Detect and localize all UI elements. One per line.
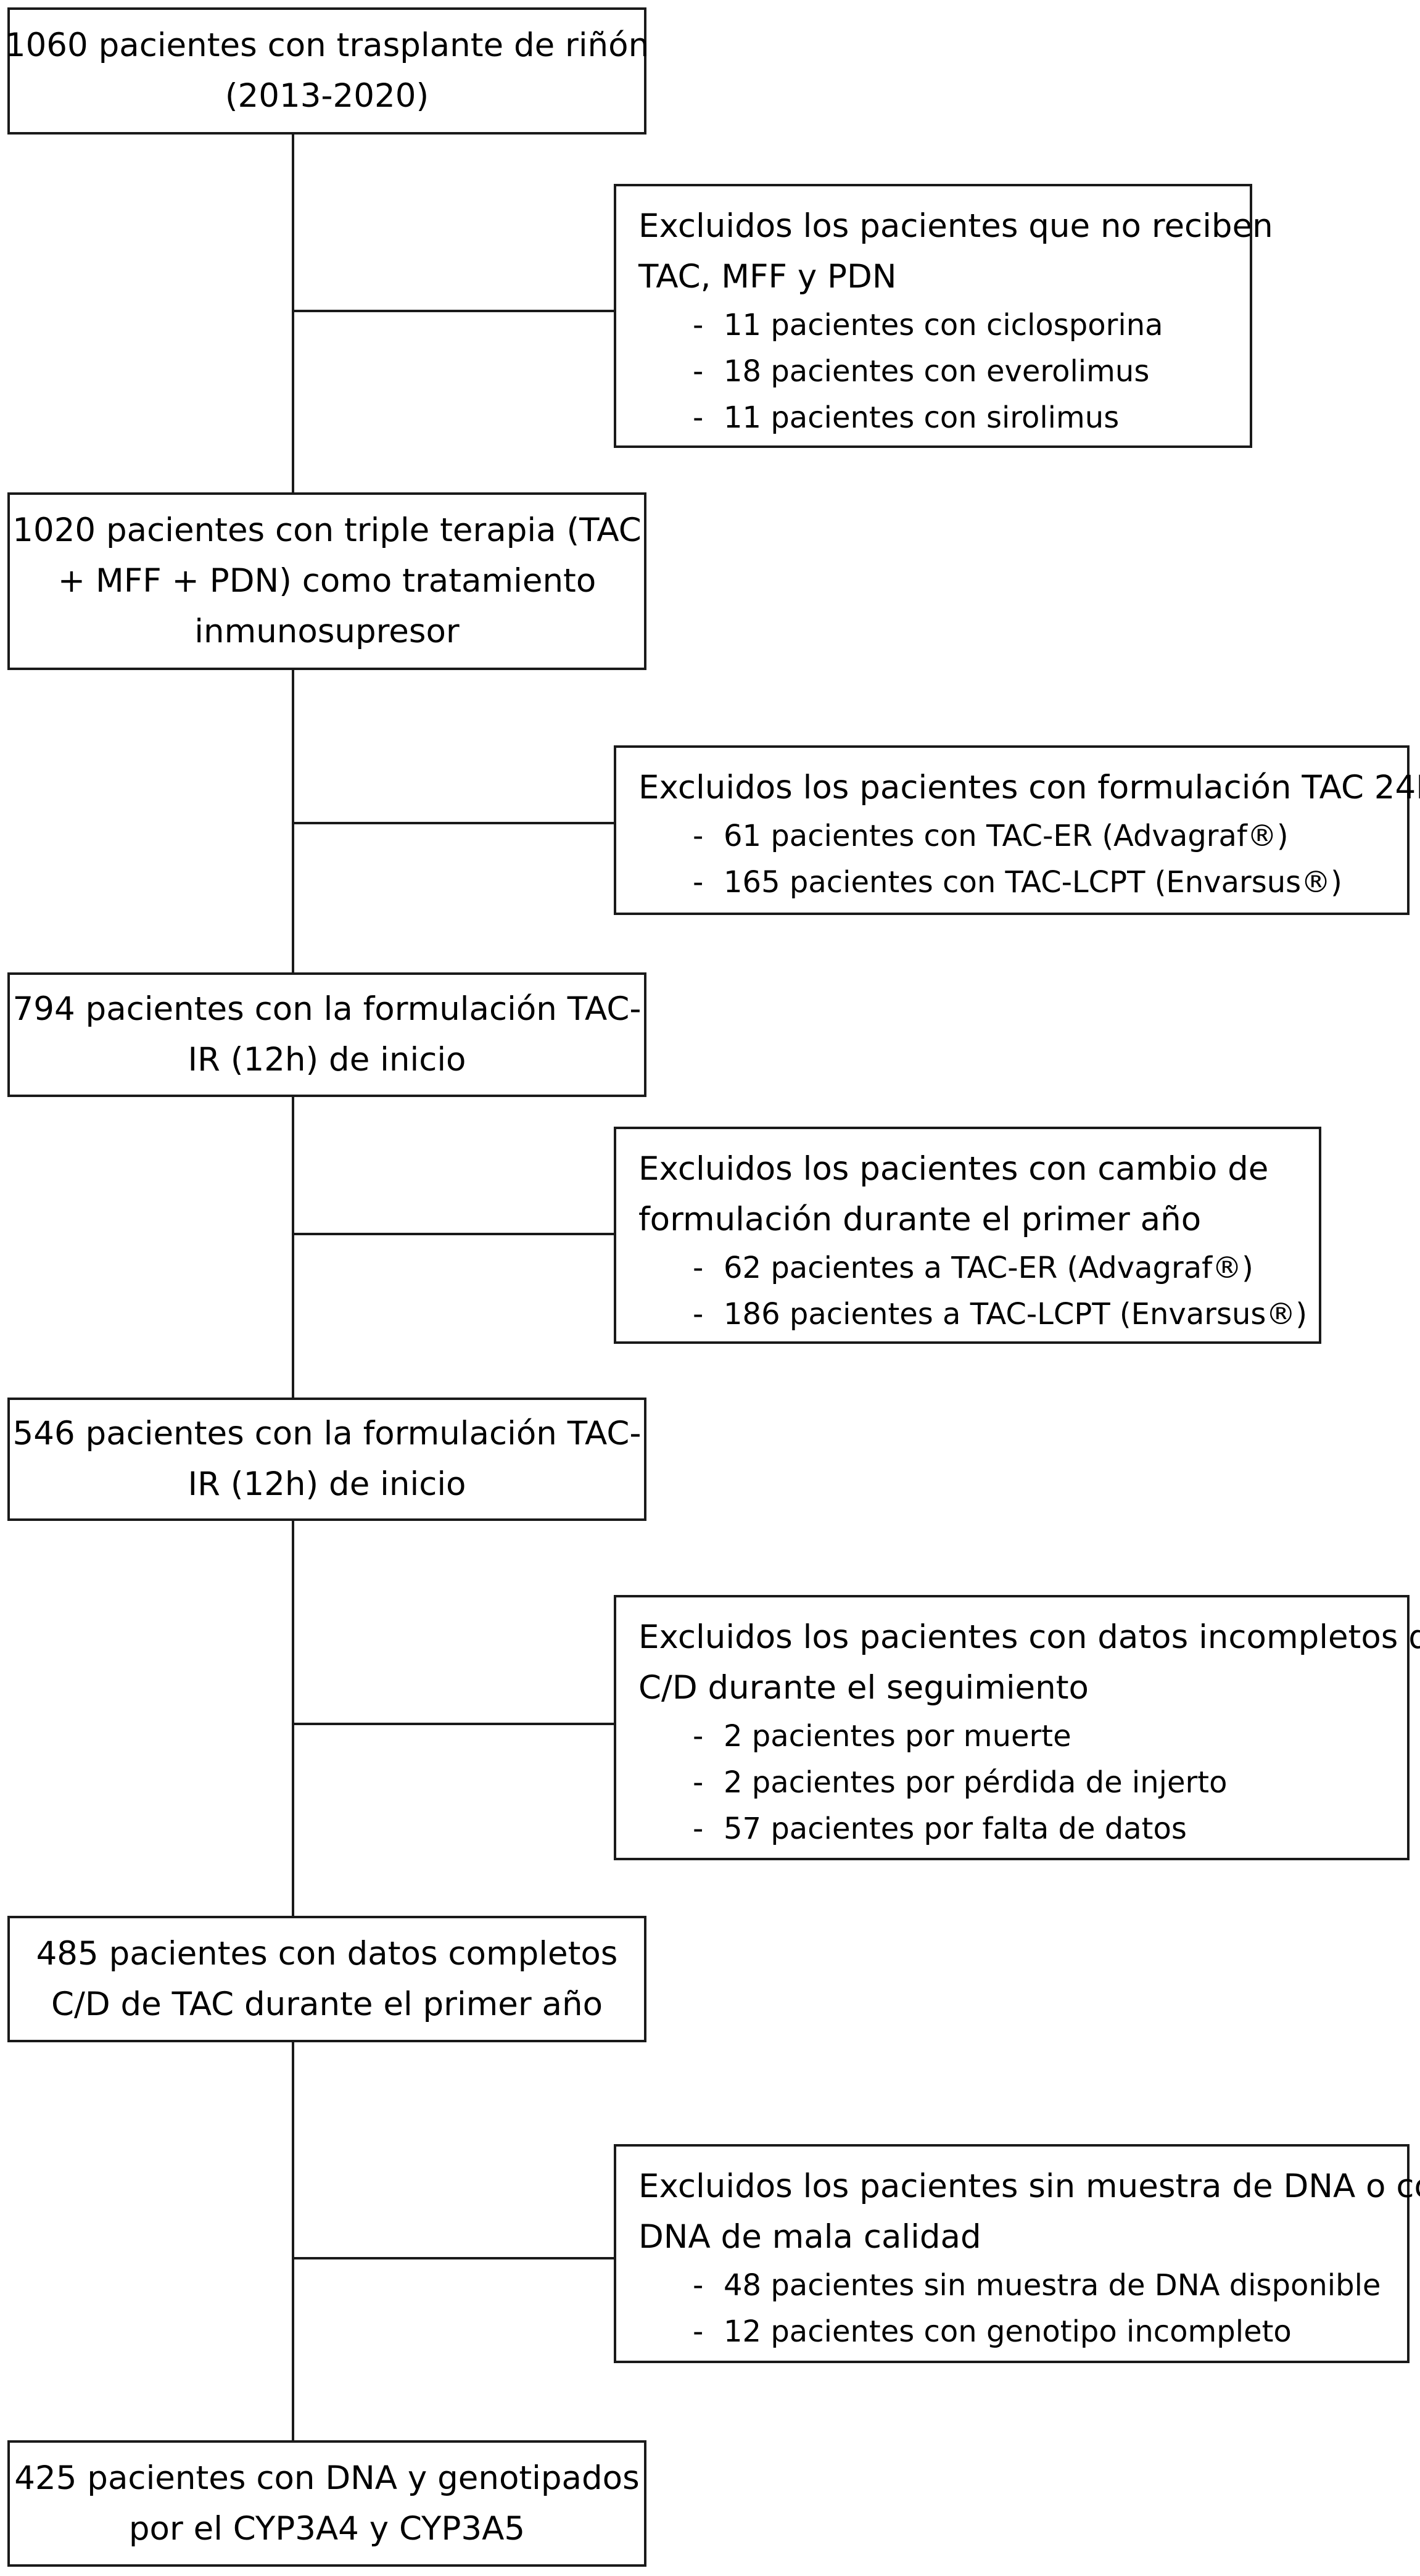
exclusion-2-item: -61 pacientes con TAC-ER (Advagraf®) xyxy=(638,813,1407,859)
bullet-dash: - xyxy=(693,308,704,342)
exclusion-2-item-text: 165 pacientes con TAC-LCPT (Envarsus®) xyxy=(724,865,1342,900)
bullet-dash: - xyxy=(693,400,704,435)
exclusion-5-item: -12 pacientes con genotipo incompleto xyxy=(638,2309,1407,2355)
exclusion-5-item-text: 48 pacientes sin muestra de DNA disponib… xyxy=(724,2268,1381,2303)
exclusion-branch-2 xyxy=(292,822,614,824)
bullet-dash: - xyxy=(693,1812,704,1846)
exclusion-box-1: Excluidos los pacientes que no reciben T… xyxy=(614,184,1273,448)
exclusion-box-2: Excluidos los pacientes con formulación … xyxy=(614,745,1420,915)
exclusion-5-heading-line-2: DNA de mala calidad xyxy=(638,2218,981,2256)
step-box-3-line-1: 794 pacientes con la formulación TAC- xyxy=(12,990,642,1028)
step-box-4: 546 pacientes con la formulación TAC- IR… xyxy=(7,1398,646,1521)
flow-trunk-1 xyxy=(292,135,294,492)
bullet-dash: - xyxy=(693,1719,704,1754)
step-box-2-line-1: 1020 pacientes con triple terapia (TAC xyxy=(12,511,642,549)
exclusion-1-item-text: 11 pacientes con sirolimus xyxy=(724,400,1120,435)
exclusion-1-heading-line-2: TAC, MFF y PDN xyxy=(638,258,897,296)
exclusion-1-item-text: 11 pacientes con ciclosporina xyxy=(724,308,1163,342)
exclusion-box-3: Excluidos los pacientes con cambio de fo… xyxy=(614,1127,1321,1344)
exclusion-4-item: -57 pacientes por falta de datos xyxy=(638,1806,1407,1852)
step-box-3-line-2: IR (12h) de inicio xyxy=(188,1041,466,1079)
flow-trunk-5 xyxy=(292,2042,294,2440)
step-box-4-line-2: IR (12h) de inicio xyxy=(188,1465,466,1503)
step-box-5: 485 pacientes con datos completos C/D de… xyxy=(7,1916,646,2042)
step-box-2: 1020 pacientes con triple terapia (TAC +… xyxy=(7,492,646,670)
bullet-dash: - xyxy=(693,819,704,853)
step-box-6-line-2: por el CYP3A4 y CYP3A5 xyxy=(128,2509,526,2548)
flow-trunk-3 xyxy=(292,1097,294,1398)
exclusion-5-item: -48 pacientes sin muestra de DNA disponi… xyxy=(638,2263,1407,2309)
step-box-2-line-3: inmunosupresor xyxy=(194,613,460,650)
bullet-dash: - xyxy=(693,2314,704,2349)
exclusion-4-item-text: 57 pacientes por falta de datos xyxy=(724,1812,1187,1846)
bullet-dash: - xyxy=(693,354,704,389)
exclusion-2-heading-line-1: Excluidos los pacientes con formulación … xyxy=(638,769,1420,806)
exclusion-branch-5 xyxy=(292,2257,614,2259)
exclusion-2-item: -165 pacientes con TAC-LCPT (Envarsus®) xyxy=(638,859,1407,906)
step-box-4-line-1: 546 pacientes con la formulación TAC- xyxy=(12,1415,642,1452)
flow-trunk-2 xyxy=(292,670,294,972)
exclusion-1-item: -11 pacientes con ciclosporina xyxy=(638,302,1250,349)
step-box-6: 425 pacientes con DNA y genotipados por … xyxy=(7,2440,646,2567)
exclusion-box-5: Excluidos los pacientes sin muestra de D… xyxy=(614,2144,1420,2363)
step-box-1-line-2: (2013-2020) xyxy=(225,77,429,115)
exclusion-branch-3 xyxy=(292,1233,614,1235)
step-box-2-line-2: + MFF + PDN) como tratamiento xyxy=(57,562,596,600)
exclusion-4-item: -2 pacientes por pérdida de injerto xyxy=(638,1760,1407,1806)
exclusion-4-heading-line-2: C/D durante el seguimiento xyxy=(638,1669,1089,1707)
step-box-3: 794 pacientes con la formulación TAC- IR… xyxy=(7,972,646,1097)
exclusion-4-item-text: 2 pacientes por muerte xyxy=(724,1719,1071,1754)
exclusion-3-heading-line-2: formulación durante el primer año xyxy=(638,1201,1202,1238)
bullet-dash: - xyxy=(693,2268,704,2303)
step-box-5-line-2: C/D de TAC durante el primer año xyxy=(51,1985,603,2023)
exclusion-box-4: Excluidos los pacientes con datos incomp… xyxy=(614,1595,1420,1860)
exclusion-3-heading-line-1: Excluidos los pacientes con cambio de xyxy=(638,1150,1269,1188)
exclusion-1-item-text: 18 pacientes con everolimus xyxy=(724,354,1150,389)
exclusion-5-heading-line-1: Excluidos los pacientes sin muestra de D… xyxy=(638,2168,1420,2205)
bullet-dash: - xyxy=(693,1251,704,1285)
bullet-dash: - xyxy=(693,865,704,900)
exclusion-4-item-text: 2 pacientes por pérdida de injerto xyxy=(724,1765,1228,1800)
step-box-6-line-1: 425 pacientes con DNA y genotipados xyxy=(14,2459,640,2497)
exclusion-3-item: -186 pacientes a TAC-LCPT (Envarsus®) xyxy=(638,1291,1319,1338)
exclusion-4-heading-line-1: Excluidos los pacientes con datos incomp… xyxy=(638,1618,1420,1656)
bullet-dash: - xyxy=(693,1765,704,1800)
exclusion-3-item-text: 62 pacientes a TAC-ER (Advagraf®) xyxy=(724,1251,1253,1285)
exclusion-4-item: -2 pacientes por muerte xyxy=(638,1713,1407,1760)
exclusion-3-item: -62 pacientes a TAC-ER (Advagraf®) xyxy=(638,1245,1319,1291)
step-box-1: 1060 pacientes con trasplante de riñón (… xyxy=(4,7,650,135)
exclusion-2-item-text: 61 pacientes con TAC-ER (Advagraf®) xyxy=(724,819,1289,853)
exclusion-3-item-text: 186 pacientes a TAC-LCPT (Envarsus®) xyxy=(724,1297,1308,1331)
flow-trunk-4 xyxy=(292,1521,294,1916)
exclusion-1-item: -18 pacientes con everolimus xyxy=(638,349,1250,395)
step-box-1-line-1: 1060 pacientes con trasplante de riñón xyxy=(4,27,650,64)
exclusion-5-item-text: 12 pacientes con genotipo incompleto xyxy=(724,2314,1292,2349)
exclusion-branch-1 xyxy=(292,310,614,312)
step-box-5-line-1: 485 pacientes con datos completos xyxy=(36,1934,618,1973)
exclusion-1-item: -11 pacientes con sirolimus xyxy=(638,395,1250,441)
bullet-dash: - xyxy=(693,1297,704,1331)
exclusion-1-heading-line-1: Excluidos los pacientes que no reciben xyxy=(638,207,1273,245)
exclusion-branch-4 xyxy=(292,1723,614,1725)
